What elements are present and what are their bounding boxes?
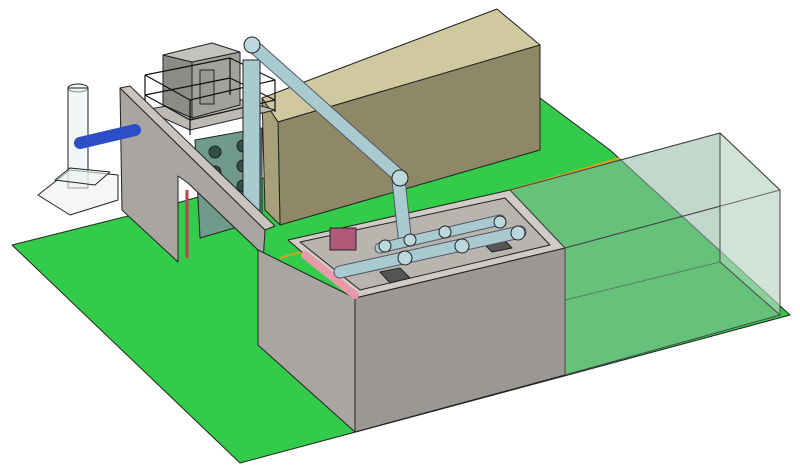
pipe-fittings xyxy=(243,36,526,266)
cabinet-door xyxy=(199,69,215,105)
wall-top-edge xyxy=(119,85,276,231)
glass-enclosure xyxy=(509,132,781,376)
pink-pipe xyxy=(301,251,359,299)
blue-intake-duct xyxy=(74,124,141,149)
building-side xyxy=(261,97,281,226)
exhaust-hood xyxy=(37,167,119,216)
vertical-duct xyxy=(242,59,261,211)
pit-opening-1 xyxy=(379,267,411,284)
equipment-cabinet-top xyxy=(162,42,241,63)
platform-railing xyxy=(144,57,276,135)
pink-unit xyxy=(329,227,357,251)
